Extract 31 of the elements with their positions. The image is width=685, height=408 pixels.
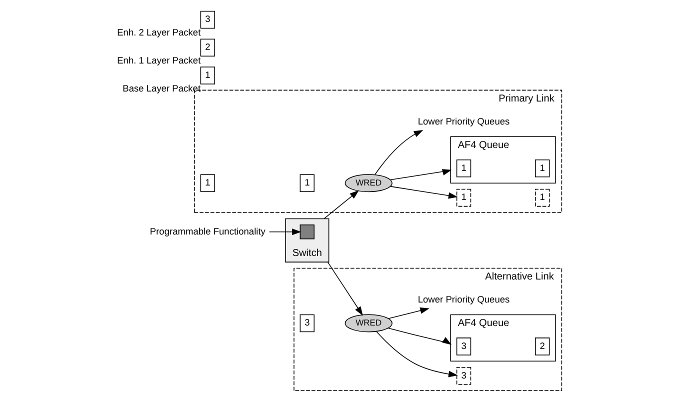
arrow — [327, 262, 363, 316]
node-text: Lower Priority Queues — [418, 116, 510, 126]
node-label: Enh. 1 Layer Packet — [117, 56, 201, 66]
node-box: 1 — [535, 188, 550, 207]
node-box: 2 — [535, 338, 550, 356]
node-label: Enh. 2 Layer Packet — [117, 28, 201, 38]
node-box: 1 — [200, 66, 216, 84]
node-box: 1 — [300, 174, 315, 192]
node-text: Programmable Functionality — [150, 226, 266, 236]
cluster: Switch — [285, 218, 330, 262]
node-box: 3 — [300, 314, 315, 332]
node-ellipse: WRED — [344, 314, 392, 332]
arrow — [374, 130, 424, 175]
arrow — [376, 331, 458, 378]
node-box: 1 — [456, 159, 472, 178]
node-box: 2 — [200, 38, 216, 57]
node-box — [300, 224, 315, 240]
arrow — [390, 186, 458, 199]
arrow — [388, 328, 452, 345]
node-box: 1 — [456, 188, 472, 207]
arrow — [324, 190, 360, 220]
arrow — [388, 307, 430, 319]
node-ellipse: WRED — [344, 174, 392, 192]
node-box: 1 — [200, 174, 216, 192]
node-box: 3 — [456, 338, 472, 356]
node-box: 1 — [535, 159, 550, 178]
arrow — [268, 228, 302, 236]
node-box: 3 — [200, 10, 216, 29]
node-text: Lower Priority Queues — [418, 294, 510, 304]
arrow — [390, 169, 452, 180]
node-box: 3 — [456, 366, 472, 385]
